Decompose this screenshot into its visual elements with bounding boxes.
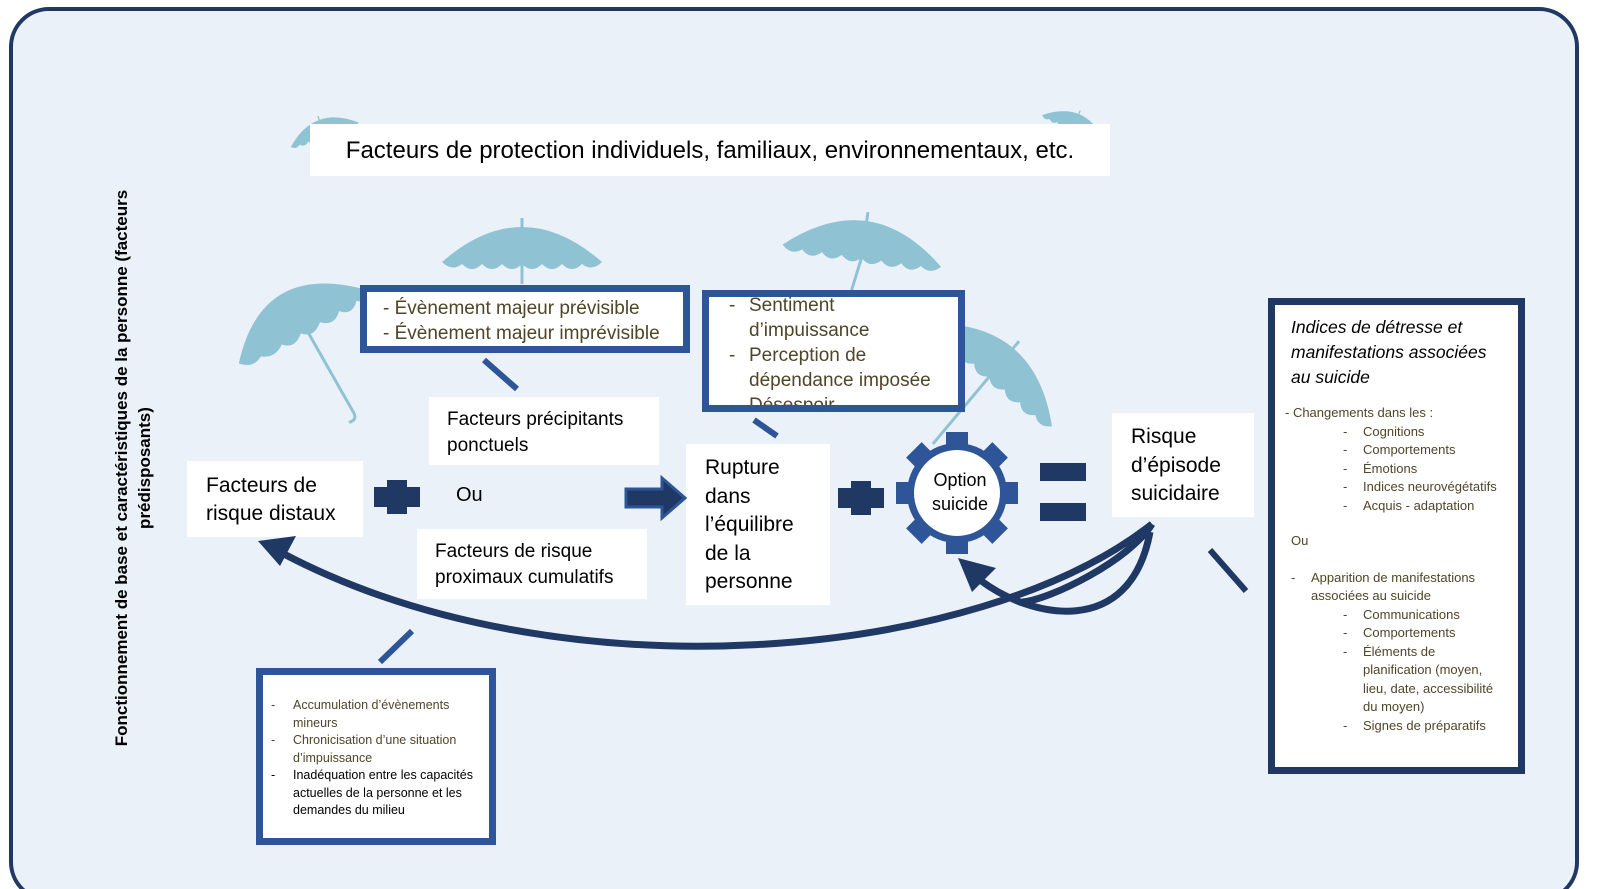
manifestation-item: -Comportements xyxy=(1343,625,1456,640)
cumulative-factor-item: -Inadéquation entre les capacités actuel… xyxy=(271,768,473,817)
connector-line xyxy=(482,357,519,392)
protection-factors-title: Facteurs de protection individuels, fami… xyxy=(345,137,1075,164)
manifestations-list: -Communications -Comportements -Éléments… xyxy=(1291,606,1504,736)
curved-arrow-icon xyxy=(258,521,1155,650)
change-item: -Émotions xyxy=(1343,460,1418,476)
distal-risk-factors-box: Facteurs de risque distaux xyxy=(187,461,363,537)
feeling-item: -Sentiment d’impuissance xyxy=(729,295,870,341)
change-item: -Indices neurovégétatifs xyxy=(1343,479,1497,494)
distress-indices-title: Indices de détresse et manifestations as… xyxy=(1291,317,1487,387)
change-item: -Acquis - adaptation xyxy=(1343,497,1475,513)
change-item: -Comportements xyxy=(1343,442,1456,457)
suicide-risk-box: Risque d’épisode suicidaire xyxy=(1112,413,1254,517)
feelings-list: -Sentiment d’impuissance -Perception de … xyxy=(729,295,946,412)
protection-title-background xyxy=(310,124,1110,176)
changes-label: - Changements dans les : xyxy=(1285,405,1434,420)
appearance-list: -Apparition de manifestations associées … xyxy=(1291,569,1504,606)
precipitating-factors-box: Facteurs précipitants ponctuels xyxy=(429,397,659,465)
plus-icon xyxy=(838,481,884,515)
curved-arrow-icon xyxy=(958,531,1154,615)
feelings-box: -Sentiment d’impuissance -Perception de … xyxy=(702,290,965,412)
cumulative-factors-box: -Accumulation d’évènements mineurs -Chro… xyxy=(256,668,496,845)
or-label: Ou xyxy=(456,484,483,506)
rupture-box: Rupture dans l’équilibre de la personne xyxy=(686,444,830,605)
connector-line xyxy=(1207,548,1249,593)
change-item: -Cognitions xyxy=(1343,423,1425,439)
precipitating-factors-label: Facteurs précipitants ponctuels xyxy=(447,409,624,456)
plus-icon xyxy=(374,480,420,514)
feeling-item: -Désespoir xyxy=(729,395,835,412)
umbrella-icon xyxy=(780,199,949,295)
gear-icon xyxy=(896,432,1018,554)
connector-line xyxy=(752,417,779,439)
feeling-item: -Perception de dépendance imposée xyxy=(729,345,931,391)
umbrella-icon xyxy=(440,216,604,284)
cumulative-factors-list: -Accumulation d’évènements mineurs -Chro… xyxy=(271,697,473,820)
distal-risk-factors-label: Facteurs de risque distaux xyxy=(206,474,336,525)
major-event-unpredictable: - Évènement majeur imprévisible xyxy=(383,323,660,344)
appearance-label: -Apparition de manifestations associées … xyxy=(1291,569,1476,604)
connector-line xyxy=(377,628,415,665)
manifestation-item: -Éléments de planification (moyen, lieu,… xyxy=(1343,643,1494,715)
changes-list: -Cognitions -Comportements -Émotions -In… xyxy=(1291,423,1504,516)
manifestation-item: -Signes de préparatifs xyxy=(1343,717,1486,733)
umbrella-icon xyxy=(238,283,371,424)
suicide-risk-label: Risque d’épisode suicidaire xyxy=(1131,425,1221,505)
proximal-risk-factors-box: Facteurs de risque proximaux cumulatifs xyxy=(417,529,647,599)
manifestation-item: -Communications xyxy=(1343,606,1460,622)
distress-indices-box: Indices de détresse et manifestations as… xyxy=(1268,298,1525,774)
major-event-predictable: - Évènement majeur prévisible xyxy=(383,298,640,319)
proximal-risk-factors-label: Facteurs de risque proximaux cumulatifs xyxy=(435,541,614,588)
equals-icon xyxy=(1040,463,1086,521)
rupture-label: Rupture dans l’équilibre de la personne xyxy=(705,456,794,593)
suicide-option-label: Option suicide xyxy=(931,470,989,514)
arrow-right-icon xyxy=(624,474,688,522)
or-label: Ou xyxy=(1291,533,1309,548)
cumulative-factor-item: -Chronicisation d’une situation d’impuis… xyxy=(271,733,457,765)
cumulative-factor-item: -Accumulation d’évènements mineurs xyxy=(271,698,450,730)
major-events-box: - Évènement majeur prévisible - Évènemen… xyxy=(360,285,690,353)
